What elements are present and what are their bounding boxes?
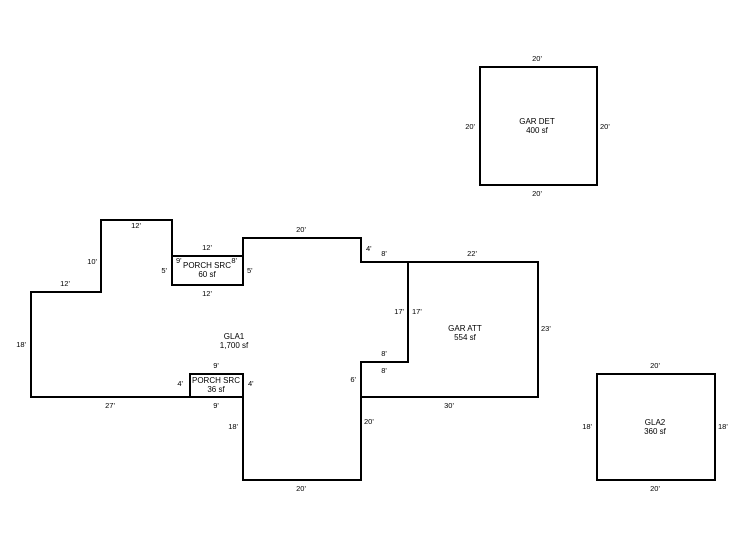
gla1-dim-notch-top: 8': [381, 349, 387, 358]
gar-att-area: 554 sf: [454, 333, 477, 342]
gla2-label: GLA2: [645, 418, 666, 427]
porch-top-dim-inner-left: 9': [176, 256, 182, 265]
gla1-outline: [30, 219, 409, 481]
gla1-dim-west-wall: 18': [16, 340, 26, 349]
gar-att-dim-left: 17': [412, 307, 422, 316]
gla2-dim-bottom: 20': [650, 484, 660, 493]
gla1-dim-upper-left-rise: 10': [87, 257, 97, 266]
gar-att-label: GAR ATT: [448, 324, 482, 333]
gar-det-dim-bottom: 20': [532, 189, 542, 198]
gar-att-dim-bottom: 30': [444, 401, 454, 410]
porch-bottom-outline: [189, 373, 244, 398]
gar-det-outline: [479, 66, 598, 186]
porch-bottom-label: PORCH SRC: [192, 376, 240, 385]
porch-top-dim-inner-right: 8': [231, 256, 237, 265]
gar-det-dim-left: 20': [465, 122, 475, 131]
gla2-outline: [596, 373, 716, 481]
gla1-dim-notch-bottom: 8': [381, 366, 387, 375]
gla2-area: 360 sf: [644, 427, 667, 436]
gla1-dim-bottom-left: 27': [105, 401, 115, 410]
gla2-dim-left: 18': [582, 422, 592, 431]
porch-top-dim-bottom: 12': [202, 289, 212, 298]
gla1-label: GLA1: [224, 332, 245, 341]
gar-det-dim-right: 20': [600, 122, 610, 131]
gla1-dim-top-right-jog: 4': [366, 244, 372, 253]
gla1-dim-top-left-step: 12': [131, 221, 141, 230]
porch-top-outline: [171, 255, 244, 286]
gla1-dim-south-wing-left: 18': [228, 422, 238, 431]
porch-bottom-dim-top: 9': [213, 361, 219, 370]
porch-top-area: 60 sf: [198, 270, 216, 279]
porch-bottom-dim-left: 4': [177, 379, 183, 388]
gar-att-outline: [360, 261, 539, 398]
gla2-dim-right: 18': [718, 422, 728, 431]
porch-top-dim-left: 5': [161, 266, 167, 275]
gla1-dim-south-wing-right: 20': [364, 417, 374, 426]
porch-top-dim-right: 5': [247, 266, 253, 275]
gla2-dim-top: 20': [650, 361, 660, 370]
porch-top-label: PORCH SRC: [183, 261, 231, 270]
gla1-dim-notch-side: 6': [350, 375, 356, 384]
gar-det-label: GAR DET: [519, 117, 555, 126]
gla1-dim-step-to-garage: 8': [381, 249, 387, 258]
gar-det-dim-top: 20': [532, 54, 542, 63]
gla1-dim-garage-shared-wall: 17': [394, 307, 404, 316]
gla1-area: 1,700 sf: [220, 341, 249, 350]
gla1-dim-south-wing-bottom: 20': [296, 484, 306, 493]
gla1-dim-top-middle: 20': [296, 225, 306, 234]
porch-bottom-dim-bottom: 9': [213, 401, 219, 410]
gar-det-area: 400 sf: [526, 126, 549, 135]
porch-bottom-dim-right: 4': [248, 379, 254, 388]
gar-att-dim-right: 23': [541, 324, 551, 333]
porch-bottom-area: 36 sf: [207, 385, 225, 394]
gar-att-dim-top: 22': [467, 249, 477, 258]
porch-top-dim-width: 12': [202, 243, 212, 252]
gla1-dim-left-upper: 12': [60, 279, 70, 288]
